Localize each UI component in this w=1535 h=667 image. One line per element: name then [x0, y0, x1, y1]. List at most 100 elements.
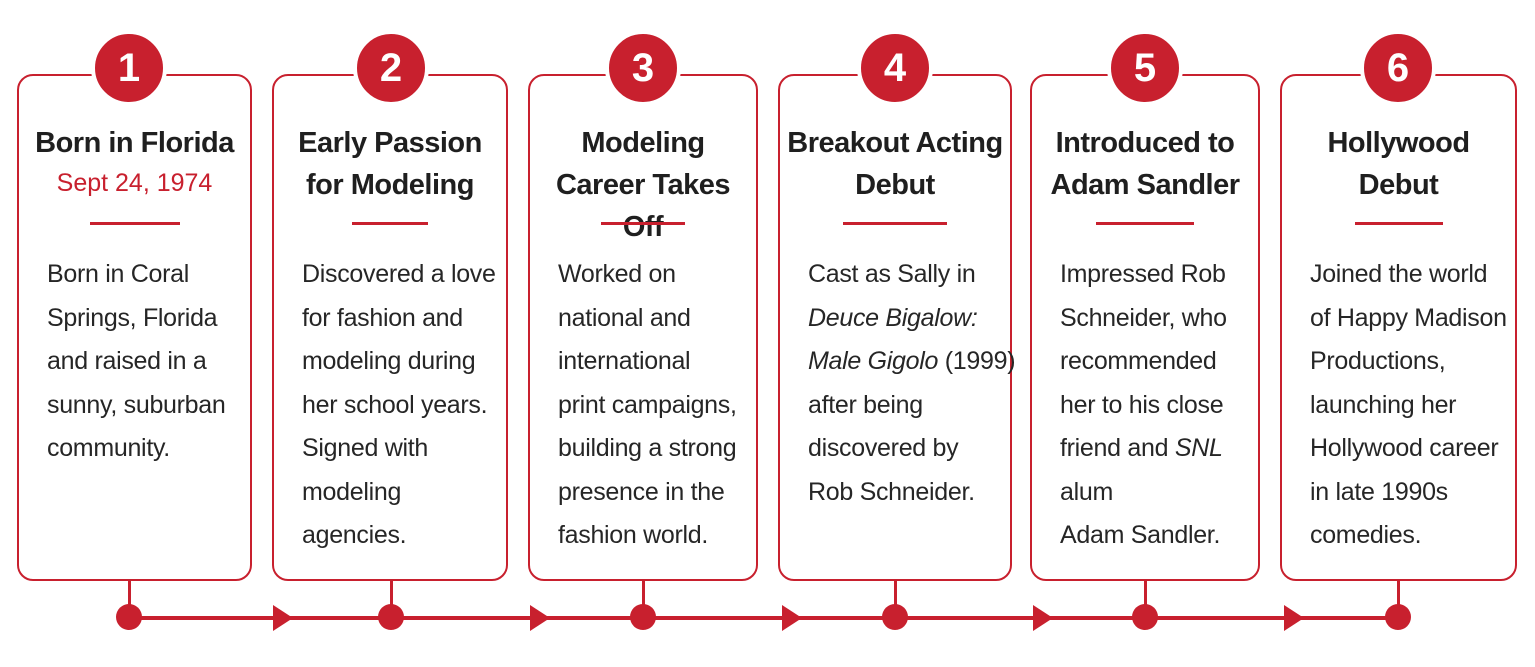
- description-text: modeling: [302, 477, 402, 506]
- description-line: Hollywood career: [1310, 427, 1509, 471]
- description-text: friend and: [1060, 434, 1175, 462]
- description-line: launching her: [1310, 384, 1509, 428]
- description-text: and raised in a: [47, 347, 207, 375]
- description-line: and raised in a: [47, 340, 244, 384]
- description-text: Joined the world: [1310, 260, 1488, 288]
- description-text: of Happy Madison: [1310, 303, 1507, 332]
- description-line: sunny, suburban: [47, 384, 244, 428]
- step-title: Breakout Acting Debut: [787, 127, 1003, 201]
- description-text: modeling during: [302, 347, 476, 375]
- timeline-arrow-icon: [273, 605, 294, 631]
- step-date: Sept 24, 1974: [56, 169, 213, 197]
- description-text: discovered by: [808, 434, 959, 462]
- description-text: in late 1990s: [1310, 477, 1448, 506]
- step-number-badge: 3: [605, 30, 681, 106]
- description-line: presence in the: [558, 471, 750, 515]
- description-text: Productions,: [1310, 347, 1446, 375]
- timeline-arrow-icon: [529, 605, 550, 631]
- description-line: Discovered a love: [302, 253, 500, 297]
- description-text: print campaigns,: [558, 390, 737, 419]
- description-line: Impressed Rob: [1060, 253, 1252, 297]
- description-text: national and: [558, 303, 691, 332]
- step-number-badge: 2: [353, 30, 429, 106]
- description-text: community.: [47, 434, 170, 462]
- timeline-connector: [893, 580, 897, 606]
- timeline-line-segment: [1155, 616, 1388, 620]
- description-line: Cast as Sally in: [808, 253, 1004, 297]
- timeline-arrow-icon: [1284, 605, 1305, 631]
- description-line: for fashion and: [302, 297, 500, 341]
- description-line: Signed with: [302, 427, 500, 471]
- timeline-arrow-icon: [781, 605, 802, 631]
- description-line: international: [558, 340, 750, 384]
- timeline-dot: [378, 604, 404, 630]
- title-italic-text: Male Gigolo: [808, 347, 939, 375]
- description-text: sunny, suburban: [47, 390, 226, 419]
- description-text: her to his close: [1060, 390, 1224, 419]
- step-title: Born in Florida: [35, 127, 234, 159]
- step-number-badge: 4: [857, 30, 933, 106]
- description-text: fashion world.: [558, 521, 709, 549]
- description-line: Productions,: [1310, 340, 1509, 384]
- description-line: after being: [808, 384, 1004, 428]
- timeline-dot: [1132, 604, 1158, 630]
- timeline-dot: [882, 604, 908, 630]
- description-text: (1999): [938, 347, 1016, 375]
- timeline-dot: [116, 604, 142, 630]
- description-line: recommended: [1060, 340, 1252, 384]
- description-text: presence in the: [558, 477, 725, 506]
- step-title: Early Passion for Modeling: [298, 127, 482, 201]
- step-divider: [1354, 222, 1443, 225]
- description-line: building a strong: [558, 427, 750, 471]
- step-number-badge: 1: [91, 30, 167, 106]
- description-text: recommended: [1060, 347, 1217, 375]
- description-line: Joined the world: [1310, 253, 1509, 297]
- timeline-line-segment: [905, 616, 1135, 620]
- description-line: Born in Coral: [47, 253, 244, 297]
- description-text: Rob Schneider.: [808, 477, 975, 506]
- description-text: Springs, Florida: [47, 303, 218, 332]
- timeline-dot: [1385, 604, 1411, 630]
- description-line: friend and SNL: [1060, 427, 1252, 471]
- timeline-line-segment: [653, 616, 885, 620]
- step-divider: [89, 222, 180, 225]
- description-text: international: [558, 347, 691, 375]
- description-text: Discovered a love: [302, 260, 496, 288]
- description-line: comedies.: [1310, 514, 1509, 558]
- description-text: Schneider, who: [1060, 303, 1227, 332]
- description-line: discovered by: [808, 427, 1004, 471]
- description-line: Rob Schneider.: [808, 471, 1004, 515]
- description-line: of Happy Madison: [1310, 297, 1509, 341]
- step-title: Introduced to Adam Sandler: [1050, 127, 1241, 201]
- description-text: alum: [1060, 477, 1113, 506]
- description-line: Springs, Florida: [47, 297, 244, 341]
- description-line: Schneider, who: [1060, 297, 1252, 341]
- description-line: Male Gigolo (1999): [808, 340, 1016, 384]
- description-text: agencies.: [302, 521, 407, 549]
- description-text: launching her: [1310, 390, 1457, 419]
- step-number-badge: 6: [1360, 30, 1436, 106]
- step-divider: [352, 222, 428, 225]
- description-line: fashion world.: [558, 514, 750, 558]
- timeline-connector: [127, 580, 131, 606]
- timeline-connector: [641, 580, 645, 606]
- description-text: Worked on: [558, 260, 676, 288]
- step-description: Worked on national and international print …: [558, 253, 750, 558]
- description-line: national and: [558, 297, 750, 341]
- timeline-dot: [630, 604, 656, 630]
- description-line: her to his close: [1060, 384, 1252, 428]
- description-line: alum: [1060, 471, 1252, 515]
- step-number-badge: 5: [1107, 30, 1183, 106]
- title-italic-text: Deuce Bigalow:: [808, 303, 978, 332]
- title-italic-text: SNL: [1174, 434, 1223, 462]
- description-line: agencies.: [302, 514, 500, 558]
- description-text: Signed with: [302, 434, 428, 462]
- description-line: her school years.: [302, 384, 500, 428]
